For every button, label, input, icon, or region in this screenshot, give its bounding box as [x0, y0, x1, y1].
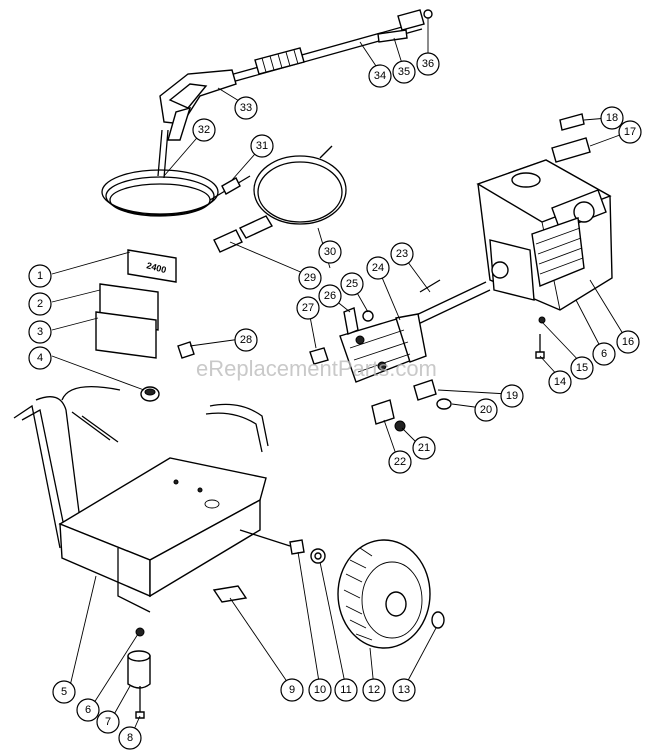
- svg-text:31: 31: [256, 140, 268, 152]
- svg-text:12: 12: [368, 684, 380, 696]
- svg-text:6: 6: [601, 348, 607, 360]
- svg-text:17: 17: [624, 126, 636, 138]
- high-pressure-hose: [101, 129, 251, 217]
- svg-text:26: 26: [324, 290, 336, 302]
- svg-text:5: 5: [61, 686, 67, 698]
- svg-text:36: 36: [422, 58, 434, 70]
- callout-36[interactable]: 36: [416, 52, 440, 76]
- watermark-text: eReplacementParts.com: [196, 356, 437, 381]
- svg-text:16: 16: [622, 336, 634, 348]
- callout-8[interactable]: 8: [118, 726, 142, 750]
- svg-text:23: 23: [396, 248, 408, 260]
- callout-23[interactable]: 23: [390, 242, 414, 266]
- svg-text:21: 21: [418, 442, 430, 454]
- callout-20[interactable]: 20: [474, 398, 498, 422]
- svg-text:6: 6: [85, 704, 91, 716]
- frame-cart: [13, 386, 269, 613]
- callout-19[interactable]: 19: [500, 384, 524, 408]
- svg-text:11: 11: [340, 684, 351, 696]
- svg-text:18: 18: [606, 112, 618, 124]
- svg-text:1: 1: [37, 270, 43, 282]
- svg-text:3: 3: [37, 326, 43, 338]
- svg-text:22: 22: [394, 456, 406, 468]
- callout-6b[interactable]: 6: [592, 342, 616, 366]
- svg-text:30: 30: [324, 246, 336, 258]
- callout-22[interactable]: 22: [388, 450, 412, 474]
- svg-text:20: 20: [480, 404, 492, 416]
- callout-15[interactable]: 15: [570, 356, 594, 380]
- svg-text:35: 35: [398, 66, 410, 78]
- svg-text:14: 14: [554, 376, 566, 388]
- callout-13[interactable]: 13: [392, 678, 416, 702]
- callout-11[interactable]: 11: [334, 678, 358, 702]
- svg-text:32: 32: [198, 124, 210, 136]
- callout-25[interactable]: 25: [340, 272, 364, 296]
- callout-34[interactable]: 34: [368, 64, 392, 88]
- callout-18[interactable]: 18: [600, 106, 624, 130]
- svg-text:2: 2: [37, 298, 43, 310]
- decals: 2400: [95, 249, 177, 359]
- svg-text:33: 33: [240, 102, 252, 114]
- callout-9[interactable]: 9: [280, 678, 304, 702]
- svg-text:27: 27: [302, 302, 314, 314]
- svg-text:10: 10: [314, 684, 326, 696]
- callout-3[interactable]: 3: [28, 320, 52, 344]
- callout-16[interactable]: 16: [616, 330, 640, 354]
- engine: [476, 113, 613, 311]
- svg-text:13: 13: [398, 684, 410, 696]
- callout-4[interactable]: 4: [28, 346, 52, 370]
- callout-30[interactable]: 30: [318, 240, 342, 264]
- svg-text:28: 28: [240, 334, 252, 346]
- callout-28[interactable]: 28: [234, 328, 258, 352]
- svg-text:19: 19: [506, 390, 518, 402]
- pump: [140, 279, 491, 432]
- callout-14[interactable]: 14: [548, 370, 572, 394]
- svg-text:25: 25: [346, 278, 358, 290]
- svg-text:15: 15: [576, 362, 588, 374]
- callout-10[interactable]: 10: [308, 678, 332, 702]
- callout-5[interactable]: 5: [52, 680, 76, 704]
- callout-32[interactable]: 32: [192, 118, 216, 142]
- svg-text:34: 34: [374, 70, 386, 82]
- svg-text:7: 7: [105, 716, 111, 728]
- callout-24[interactable]: 24: [366, 256, 390, 280]
- callout-6[interactable]: 6: [76, 698, 100, 722]
- spray-gun-assembly: [159, 9, 433, 141]
- callout-27[interactable]: 27: [296, 296, 320, 320]
- svg-text:8: 8: [127, 732, 133, 744]
- callout-33[interactable]: 33: [234, 96, 258, 120]
- callout-12[interactable]: 12: [362, 678, 386, 702]
- svg-text:9: 9: [289, 684, 295, 696]
- callout-7[interactable]: 7: [96, 710, 120, 734]
- garden-hose: [213, 145, 347, 253]
- wheel-assembly: [127, 316, 546, 719]
- callout-31[interactable]: 31: [250, 134, 274, 158]
- svg-text:24: 24: [372, 262, 384, 274]
- callout-29[interactable]: 29: [298, 266, 322, 290]
- svg-text:29: 29: [304, 272, 316, 284]
- callout-17[interactable]: 17: [618, 120, 642, 144]
- part-callouts: 1 2 3 4 5 6 7 8 9 10 11 12 13 14 15 6 16…: [28, 52, 642, 750]
- callout-21[interactable]: 21: [412, 436, 436, 460]
- callout-35[interactable]: 35: [392, 60, 416, 84]
- callout-2[interactable]: 2: [28, 292, 52, 316]
- callout-1[interactable]: 1: [28, 264, 52, 288]
- svg-text:4: 4: [37, 352, 43, 364]
- callout-26[interactable]: 26: [318, 284, 342, 308]
